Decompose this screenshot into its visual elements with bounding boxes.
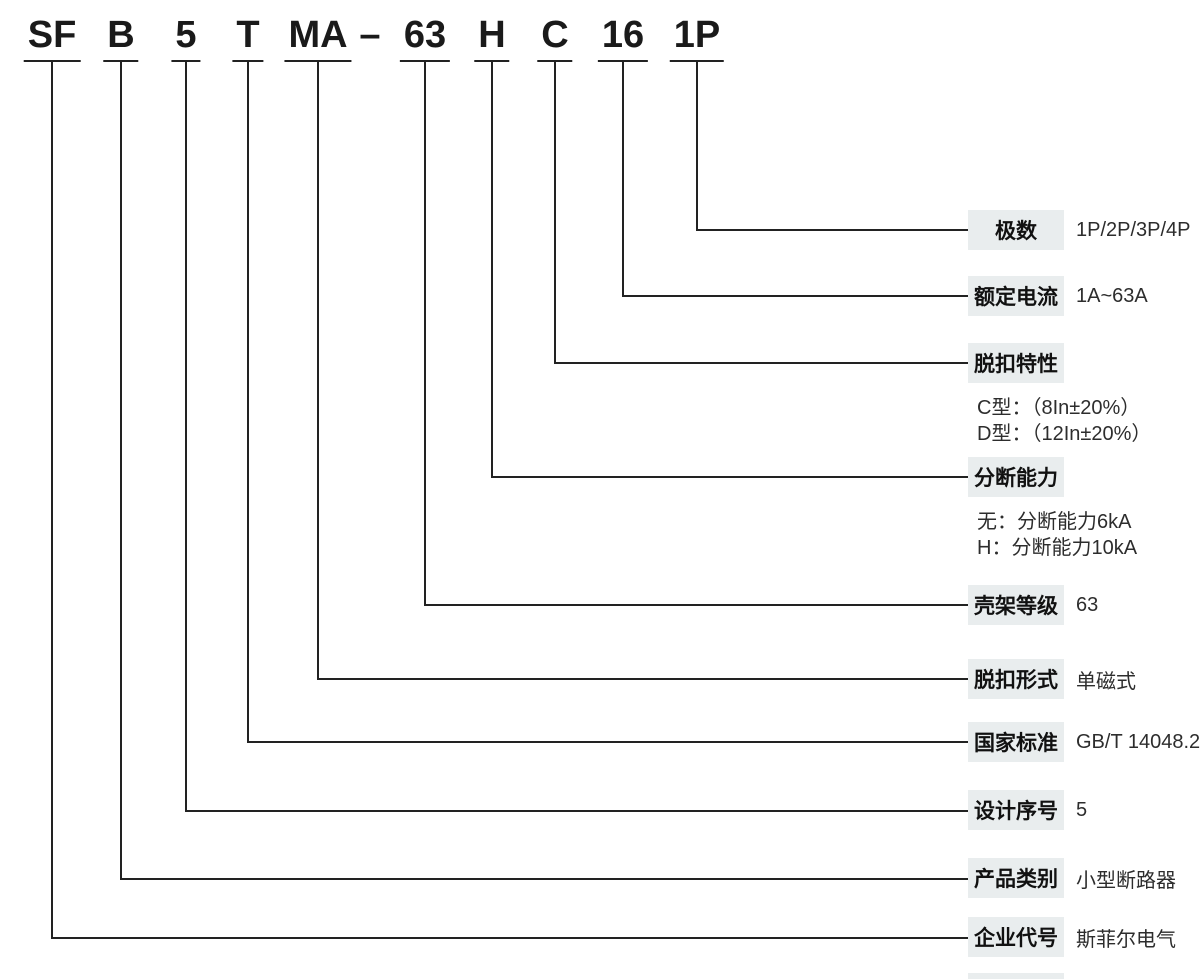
tick-mark: [284, 60, 352, 62]
connector-line-horizontal: [120, 878, 968, 880]
connector-line-horizontal: [491, 476, 968, 478]
spec-value-rated-current: 1A~63A: [1076, 284, 1148, 307]
tick-mark: [597, 60, 649, 62]
connector-line-vertical: [424, 62, 426, 606]
tick-mark: [399, 60, 451, 62]
connector-line-vertical: [317, 62, 319, 680]
connector-line-vertical: [622, 62, 624, 297]
spec-label-rated-current: 额定电流: [968, 276, 1064, 316]
code-segment-16: 16: [597, 13, 649, 62]
spec-label-frame-rating: 壳架等级: [968, 585, 1064, 625]
connector-line-vertical: [51, 62, 53, 939]
connector-line-horizontal: [554, 362, 968, 364]
code-segment-t: T: [232, 13, 264, 62]
code-text: 5: [175, 14, 197, 56]
code-text: H: [478, 14, 506, 56]
cropped-next-label-box: [968, 973, 1064, 979]
connector-line-horizontal: [696, 229, 968, 231]
connector-line-vertical: [554, 62, 556, 364]
code-text: 16: [601, 14, 645, 56]
code-text: 1P: [673, 14, 721, 56]
spec-label-breaking-capacity: 分断能力: [968, 457, 1064, 497]
spec-value-enterprise-code: 斯菲尔电气: [1076, 928, 1176, 951]
spec-note-breaking-capacity-h: H：分断能力10kA: [977, 536, 1138, 559]
connector-line-vertical: [120, 62, 122, 880]
spec-label-poles: 极数: [968, 210, 1064, 250]
code-text: T: [236, 14, 260, 56]
connector-line-horizontal: [51, 937, 968, 939]
code-segment-ma: MA: [284, 13, 352, 62]
connector-line-vertical: [491, 62, 493, 478]
tick-mark: [171, 60, 201, 62]
spec-value-design-serial: 5: [1076, 798, 1088, 821]
spec-label-trip-type: 脱扣形式: [968, 659, 1064, 699]
spec-note-breaking-capacity-none: 无：分断能力6kA: [977, 510, 1132, 533]
code-segment-h: H: [474, 13, 510, 62]
spec-label-product-category: 产品类别: [968, 858, 1064, 898]
tick-mark: [232, 60, 264, 62]
code-segment-63: 63: [399, 13, 451, 62]
connector-line-vertical: [247, 62, 249, 743]
code-text: C: [541, 14, 569, 56]
code-segment-sf: SF: [23, 13, 81, 62]
spec-label-design-serial: 设计序号: [968, 790, 1064, 830]
code-segment-5: 5: [171, 13, 201, 62]
tick-mark: [474, 60, 510, 62]
connector-line-vertical: [696, 62, 698, 231]
tick-mark: [669, 60, 725, 62]
code-text: 63: [403, 14, 447, 56]
spec-value-poles: 1P/2P/3P/4P: [1076, 218, 1191, 241]
code-segment-b: B: [103, 13, 139, 62]
spec-label-trip-characteristic: 脱扣特性: [968, 343, 1064, 383]
code-segment-c: C: [537, 13, 573, 62]
spec-value-product-category: 小型断路器: [1076, 869, 1176, 892]
code-text: –: [359, 14, 381, 56]
spec-note-trip-characteristic-c: C型：（8In±20%）: [977, 396, 1141, 419]
code-text: SF: [27, 14, 77, 56]
spec-value-national-standard: GB/T 14048.2: [1076, 730, 1200, 753]
connector-line-horizontal: [317, 678, 968, 680]
connector-line-horizontal: [424, 604, 968, 606]
connector-line-horizontal: [185, 810, 968, 812]
connector-line-horizontal: [247, 741, 968, 743]
spec-label-enterprise-code: 企业代号: [968, 917, 1064, 957]
spec-label-national-standard: 国家标准: [968, 722, 1064, 762]
tick-mark: [103, 60, 139, 62]
tick-mark: [23, 60, 81, 62]
connector-line-horizontal: [622, 295, 968, 297]
connector-line-vertical: [185, 62, 187, 812]
spec-note-trip-characteristic-d: D型：（12In±20%）: [977, 422, 1152, 445]
code-segment-dash: –: [359, 13, 380, 57]
code-text: MA: [288, 14, 348, 56]
code-text: B: [107, 14, 135, 56]
tick-mark: [537, 60, 573, 62]
spec-value-frame-rating: 63: [1076, 593, 1099, 616]
code-segment-1p: 1P: [669, 13, 725, 62]
spec-value-trip-type: 单磁式: [1076, 670, 1136, 693]
